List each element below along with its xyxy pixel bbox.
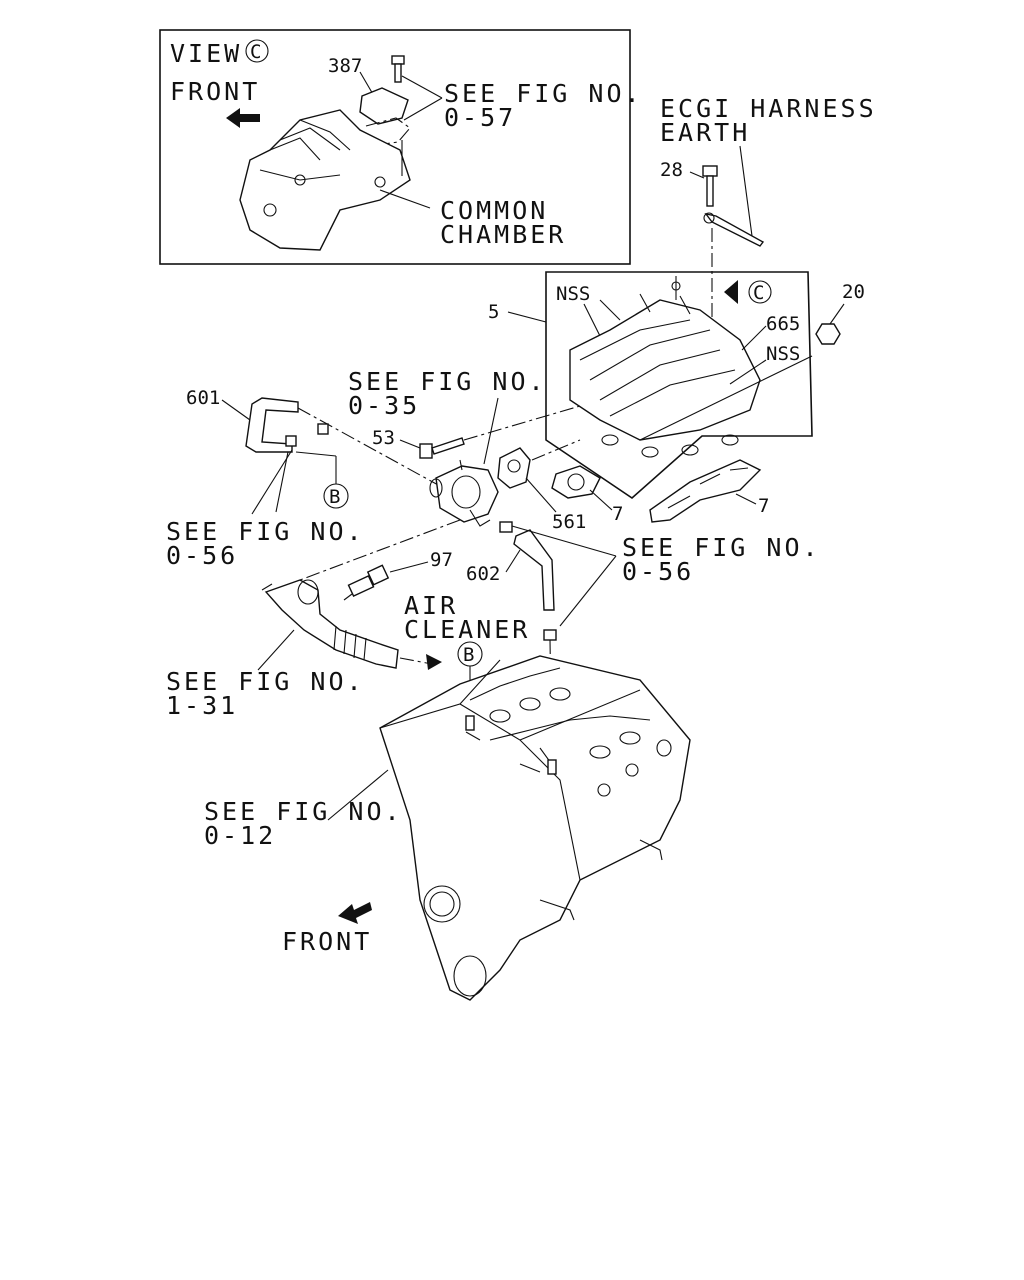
bolt-53-icon [419,437,465,459]
part-7b-label: 7 [758,495,769,517]
intake-duct [264,579,399,669]
nut-20-icon [815,323,841,345]
see-fig-056b-label: SEE FIG NO. [622,533,821,562]
see-fig-131-ref: 1-31 [166,691,238,720]
see-fig-012-ref: 0-12 [204,821,276,850]
cleaner-label: CLEANER [404,615,530,644]
part-665-label: 665 [766,313,800,335]
see-fig-056a-ref: 0-56 [166,541,238,570]
harness-group: ECGI HARNESS EARTH 28 [660,94,877,350]
see-fig-012-label: SEE FIG NO. [204,797,403,826]
view-c-marker [245,39,269,63]
engine-block [379,655,691,1001]
engine-front-arrow-icon [338,902,372,924]
inset-frame [159,29,631,265]
harness-label: ECGI HARNESS [660,94,877,123]
part-601-label: 601 [186,387,220,409]
marker-b-1-letter: B [329,486,340,508]
engine-front-label: FRONT [282,927,372,956]
see-fig-056b-ref: 0-56 [622,557,694,586]
inset-cover-plate [359,87,409,125]
inset-bolt-icon [391,55,405,83]
intake-group: AIR CLEANER SEE FIG NO. 1-31 B [166,579,530,720]
view-c-marker-letter: C [250,41,261,63]
manifold-frame [545,271,813,500]
part-28-label: 28 [660,159,683,181]
marker-c [748,280,772,304]
intake-manifold [569,299,761,441]
marker-c-letter: C [753,282,764,304]
nss-label-2: NSS [766,343,800,365]
sensor-97-icon [343,564,390,601]
part-561-label: 561 [552,511,586,533]
gasket-561 [497,447,531,489]
manifold-gasket [649,459,762,523]
part-7a-label: 7 [612,503,623,525]
air-flow-arrow-icon [426,654,442,670]
common-label: COMMON [440,196,548,225]
inset-view-c: VIEW C FRONT 387 SEE FIG NO. 0-57 COMMON… [159,29,643,265]
see-fig-035-ref: 0-35 [348,391,420,420]
see-fig-056a-label: SEE FIG NO. [166,517,365,546]
inset-front-label: FRONT [170,77,260,106]
nss-label-1: NSS [556,283,590,305]
part-20-label: 20 [842,281,865,303]
chamber-label: CHAMBER [440,220,566,249]
earth-label: EARTH [660,118,750,147]
part-53-label: 53 [372,427,395,449]
view-label: VIEW [170,39,242,68]
throttle-group: 601 B SEE FIG NO. 0-56 SEE FIG NO. 0-35 … [166,367,821,771]
engine-group: SEE FIG NO. 0-12 FRONT [204,655,691,1001]
part-387-label: 387 [328,55,362,77]
hose-601 [245,397,299,453]
earth-wire [704,212,765,247]
marker-b-2-letter: B [463,644,474,666]
see-fig-057-ref: 0-57 [444,103,516,132]
harness-bolt-icon [702,165,718,207]
throttle-body [435,465,499,523]
part-602-label: 602 [466,563,500,585]
marker-b-1 [323,483,349,509]
hose-602 [513,529,555,611]
view-c-arrow-icon [724,280,738,304]
see-fig-035-label: SEE FIG NO. [348,367,547,396]
air-label: AIR [404,591,458,620]
inset-front-arrow-icon [226,108,260,128]
part-97-label: 97 [430,549,453,571]
see-fig-131-label: SEE FIG NO. [166,667,365,696]
manifold-group: 5 NSS C 665 NSS 20 7 7 [488,271,865,525]
see-fig-057-label: SEE FIG NO. [444,79,643,108]
part-5-label: 5 [488,301,499,323]
throttle-gasket [551,465,601,499]
